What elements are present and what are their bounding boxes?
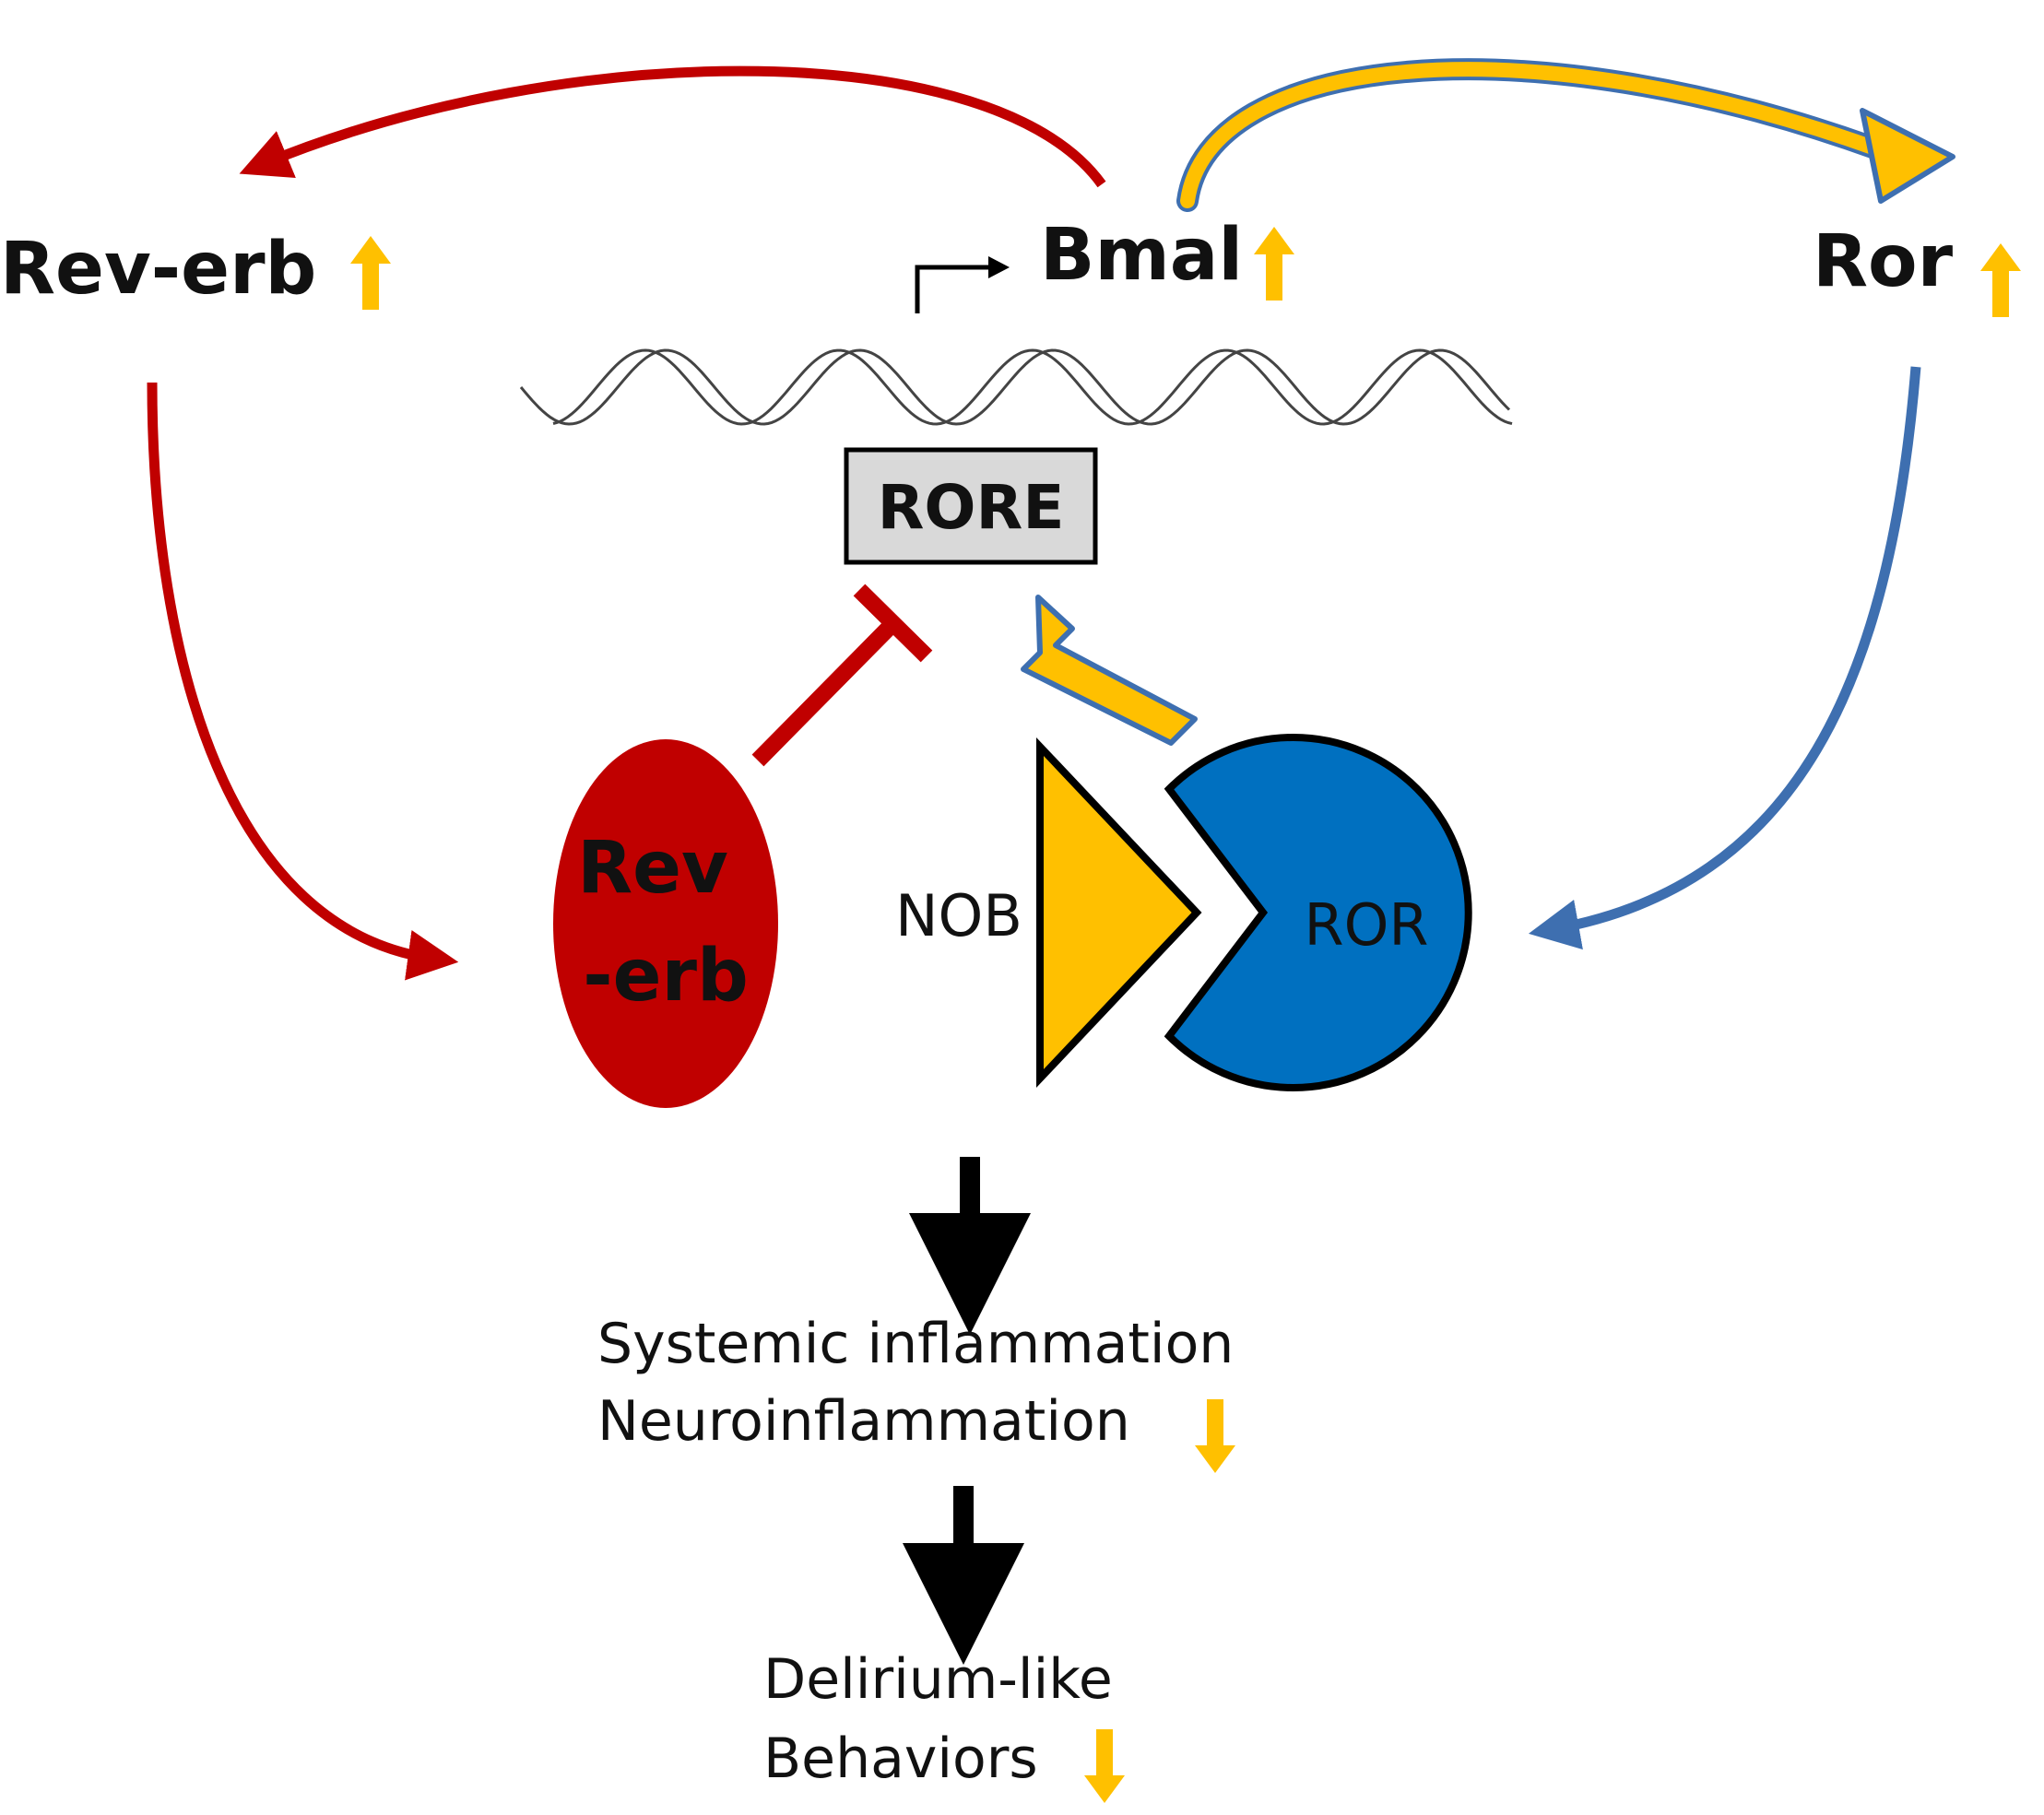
reverb-protein: Rev -erb: [553, 739, 778, 1108]
nob-label: NOB: [895, 882, 1022, 949]
delirium-line2: Behaviors: [763, 1727, 1038, 1791]
reverb-gene-label: Rev-erb: [0, 228, 316, 311]
bmal-to-ror-arrow: [1176, 58, 1955, 212]
inflammation-line2: Neuroinflammation: [597, 1389, 1130, 1454]
arrow-up-icon: [350, 236, 391, 310]
bmal-gene-label: Bmal: [1040, 214, 1243, 297]
bmal-to-reverb-arrow: [239, 65, 1106, 188]
ror-protein: [1164, 734, 1472, 1091]
reverb-protein-line2: -erb: [583, 935, 749, 1018]
ror-activates-rore-arrow: [1021, 595, 1198, 746]
reverb-inhibits-rore: [751, 583, 933, 767]
reverb-to-protein-arrow: [147, 382, 459, 981]
dna-helix: [519, 348, 1513, 426]
inflammation-line1: Systemic inflammation: [597, 1312, 1234, 1376]
ror-protein-label: ROR: [1305, 891, 1429, 959]
arrow-up-icon: [1980, 243, 2021, 317]
ror-gene-label: Ror: [1813, 220, 1954, 303]
reverb-protein-line1: Rev: [577, 827, 728, 910]
nob-triangle: [1036, 737, 1202, 1089]
delirium-line1: Delirium-like: [763, 1647, 1113, 1712]
arrow-down-icon: [1084, 1729, 1125, 1803]
arrow-down-icon: [1195, 1399, 1235, 1473]
rore-box: RORE: [844, 447, 1098, 565]
transcription-start-icon: [915, 256, 1010, 313]
ror-to-protein-arrow: [1528, 366, 1921, 950]
rore-label: RORE: [878, 472, 1065, 543]
arrow-up-icon: [1254, 227, 1294, 301]
